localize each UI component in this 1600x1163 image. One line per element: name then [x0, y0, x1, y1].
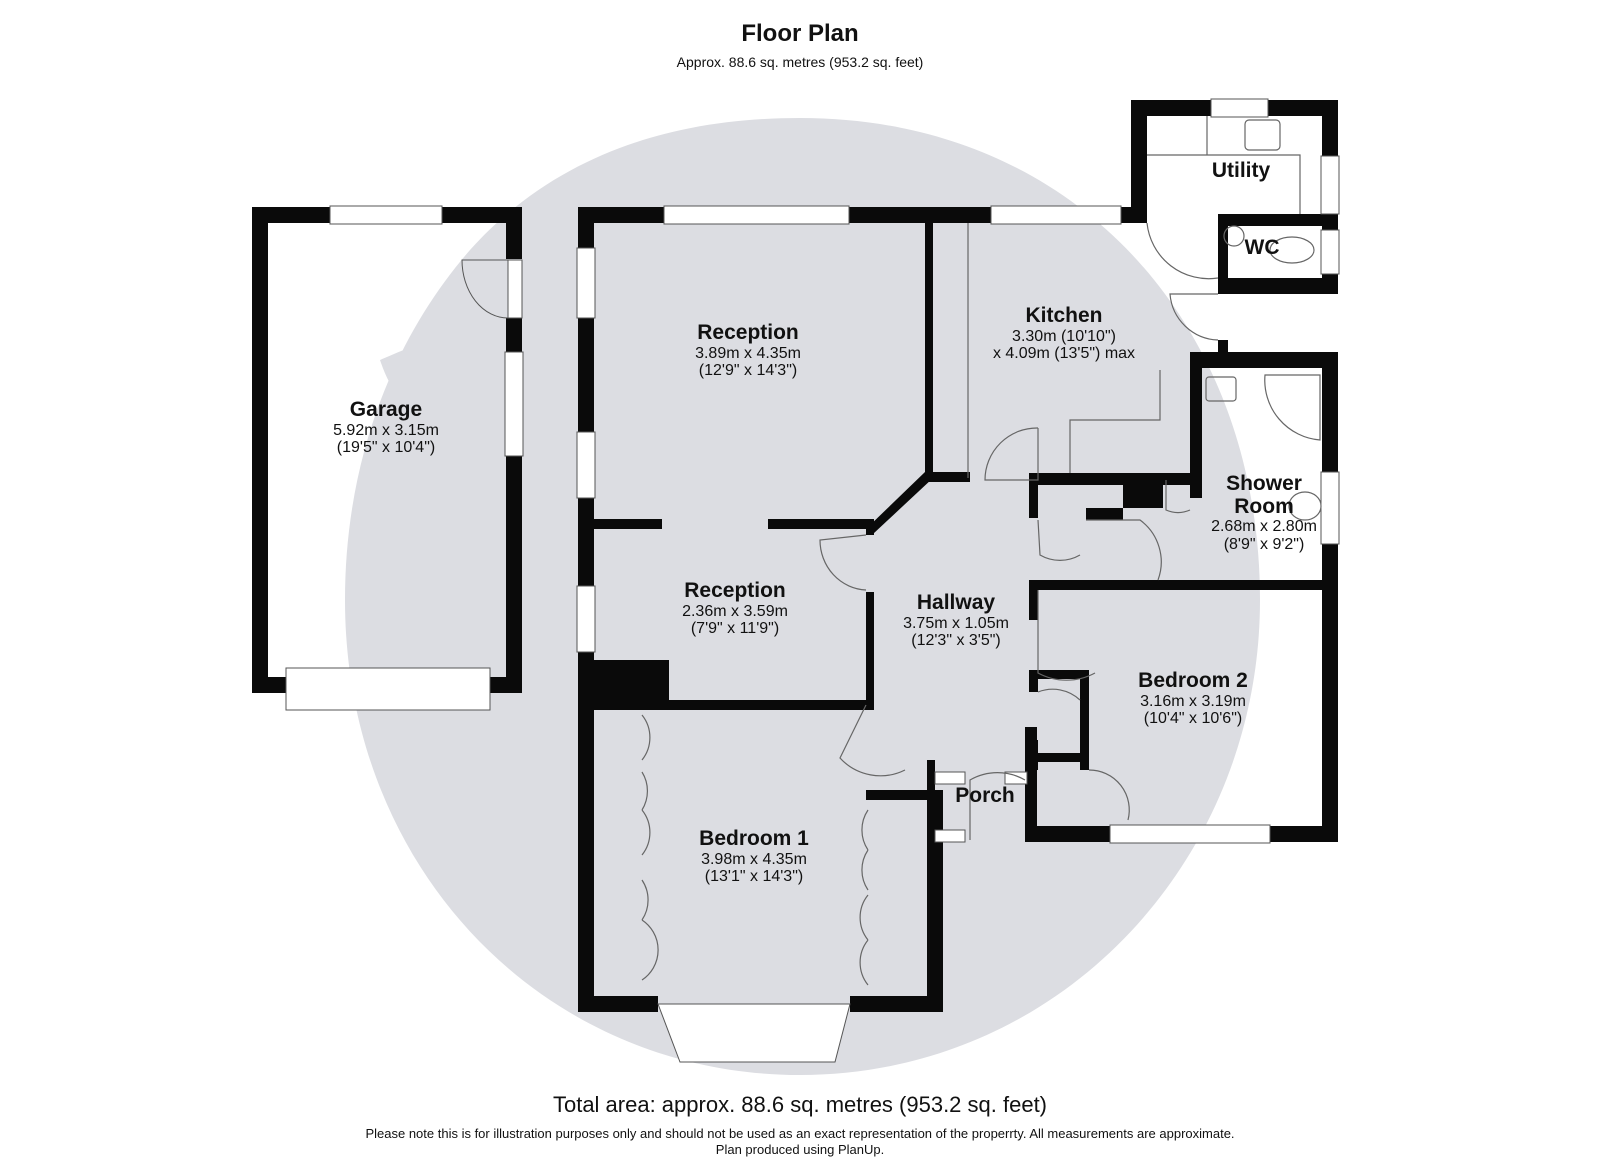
room-dim-imperial: (10'4" x 10'6") — [1143, 709, 1243, 727]
room-dim-metric: 3.16m x 3.19m — [1140, 692, 1246, 710]
room-label-reception-1: Reception 3.89m x 4.35m (12'9" x 14'3") — [695, 321, 801, 379]
room-dim-metric: 2.36m x 3.59m — [682, 602, 788, 620]
shower-basin-icon — [1205, 376, 1237, 402]
reception-door-swing — [819, 534, 867, 591]
room-label-utility: Utility — [1211, 159, 1271, 183]
total-area: Total area: approx. 88.6 sq. metres (953… — [552, 1092, 1048, 1117]
wardrobe-right-doors — [859, 809, 869, 986]
room-name-line1: Shower — [1226, 472, 1302, 495]
garage-door-opening — [285, 667, 491, 711]
bedroom2-door-swing — [1037, 590, 1096, 681]
room-dim-metric: 5.92m x 3.15m — [333, 421, 439, 439]
room-name: Reception — [684, 579, 786, 602]
room-dim-imperial: (12'3" x 3'5") — [911, 631, 1001, 649]
utility-sink-icon — [1244, 119, 1281, 151]
garage-walls — [252, 207, 522, 693]
room-dim-imperial: x 4.09m (13'5") max — [992, 344, 1136, 362]
room-dim-imperial: (7'9" x 11'9") — [690, 619, 780, 637]
room-name: Bedroom 1 — [699, 827, 809, 850]
room-name: Reception — [697, 321, 799, 344]
shower-tray-icon — [1264, 374, 1321, 441]
reception-window-top — [663, 205, 850, 225]
cupboard-door-swing-2 — [1086, 519, 1162, 581]
wc-window-right — [1320, 229, 1340, 275]
shower-door-swing — [1165, 480, 1191, 514]
bedroom1-door-swing — [839, 704, 906, 777]
room-name: Porch — [955, 784, 1015, 807]
room-name: Bedroom 2 — [1138, 669, 1248, 692]
credit-text: Plan produced using PlanUp. — [715, 1142, 885, 1157]
room-name-line2: Room — [1234, 494, 1294, 518]
bedroom2-window-bottom — [1109, 824, 1271, 844]
page-subtitle: Approx. 88.6 sq. metres (953.2 sq. feet) — [676, 54, 924, 70]
utility-window-top — [1210, 98, 1269, 118]
shower-window-right — [1320, 471, 1340, 545]
room-label-porch: Porch — [955, 784, 1015, 808]
room-dim-imperial: (13'1" x 14'3") — [704, 867, 804, 885]
room-dim-metric: 3.98m x 4.35m — [701, 850, 807, 868]
room-label-shower-room: Shower Room 2.68m x 2.80m (8'9" x 9'2") — [1211, 472, 1317, 553]
garage-window-top — [329, 205, 443, 225]
room-label-bedroom-1: Bedroom 1 3.98m x 4.35m (13'1" x 14'3") — [699, 827, 809, 885]
disclaimer-text: Please note this is for illustration pur… — [365, 1126, 1235, 1141]
shower-toilet-icon — [1288, 491, 1322, 521]
room-dim-metric: 3.75m x 1.05m — [903, 614, 1009, 632]
room-name: Garage — [349, 398, 423, 421]
bedroom2-cupboard-door-1 — [1037, 688, 1081, 701]
room-label-kitchen: Kitchen 3.30m (10'10") x 4.09m (13'5") m… — [992, 304, 1136, 362]
porch-door-swing — [969, 772, 1026, 840]
room-name: Kitchen — [1025, 304, 1103, 327]
wc-door-swing — [1169, 293, 1219, 341]
room-label-garage: Garage 5.92m x 3.15m (19'5" x 10'4") — [333, 398, 439, 456]
cupboard-door-swing-1 — [1037, 519, 1081, 561]
garage-window-side — [504, 351, 524, 457]
room-dim-imperial: (19'5" x 10'4") — [336, 438, 436, 456]
room-dim-imperial: (8'9" x 9'2") — [1223, 535, 1305, 553]
utility-window-right — [1320, 155, 1340, 215]
page-title: Floor Plan — [741, 20, 859, 47]
disclaimer: Please note this is for illustration pur… — [0, 1126, 1600, 1158]
room-dim-metric: 2.68m x 2.80m — [1211, 518, 1317, 536]
room-label-reception-2: Reception 2.36m x 3.59m (7'9" x 11'9") — [682, 579, 788, 637]
porch-window-left — [934, 771, 966, 785]
watermark-logo — [345, 118, 1260, 1075]
reception2-window-left — [576, 585, 596, 653]
room-dim-imperial: (12'9" x 14'3") — [698, 361, 798, 379]
room-dim-metric: 3.89m x 4.35m — [695, 344, 801, 362]
reception-window-left-1 — [576, 247, 596, 319]
utility-door-swing — [1146, 222, 1219, 280]
kitchen-door-swing — [984, 427, 1039, 481]
kitchen-window-top — [990, 205, 1122, 225]
bedroom2-cupboard-door-2 — [1088, 769, 1130, 821]
wardrobe-left-doors — [641, 714, 659, 981]
garage-side-door-swing — [461, 259, 509, 319]
bedroom1-bay-window — [657, 1003, 851, 1063]
utility-worktop — [1147, 116, 1301, 214]
room-label-hallway: Hallway 3.75m x 1.05m (12'3" x 3'5") — [903, 591, 1009, 649]
room-label-bedroom-2: Bedroom 2 3.16m x 3.19m (10'4" x 10'6") — [1138, 669, 1248, 727]
wc-toilet-icon — [1269, 236, 1315, 264]
room-label-wc: WC — [1244, 236, 1280, 260]
porch-window-right — [1004, 771, 1028, 785]
reception-window-left-2 — [576, 431, 596, 499]
wc-basin-icon — [1223, 225, 1245, 247]
room-name: Utility — [1211, 159, 1271, 182]
garage-side-door-frame — [507, 259, 523, 319]
room-name: WC — [1244, 236, 1280, 259]
kitchen-worktop — [967, 223, 1161, 478]
porch-window-bottom — [934, 829, 966, 843]
room-name: Hallway — [916, 591, 996, 614]
room-dim-metric: 3.30m (10'10") — [1012, 327, 1116, 345]
